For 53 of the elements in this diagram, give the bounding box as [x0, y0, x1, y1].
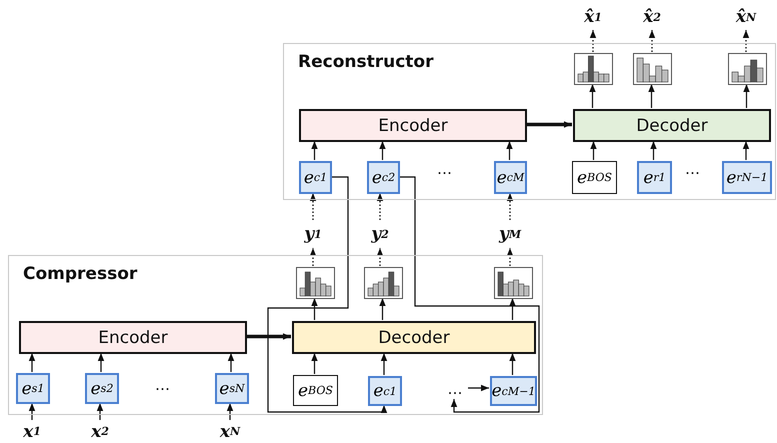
dotted-arrow — [506, 193, 514, 220]
histogram-icon — [494, 267, 533, 299]
module-title: Reconstructor — [298, 52, 434, 72]
decoder-block: Decoder — [573, 109, 771, 142]
arrow — [380, 353, 388, 375]
arrow — [226, 403, 234, 420]
arrow — [246, 333, 291, 340]
dotted-arrow — [376, 248, 384, 266]
histogram-icon — [574, 53, 613, 85]
arrow — [742, 141, 750, 160]
dotted-arrow — [310, 193, 316, 220]
arrow — [399, 176, 540, 413]
decoder-block: Decoder — [292, 321, 536, 354]
histogram-icon — [633, 53, 672, 85]
dotted-arrow — [648, 30, 656, 52]
dotted-arrow — [590, 30, 596, 52]
arrow — [650, 141, 657, 160]
arrow — [506, 141, 513, 160]
encoder-block: Encoder — [19, 321, 247, 354]
module-panel — [8, 255, 543, 415]
arrow — [96, 403, 104, 420]
arrow — [526, 121, 572, 128]
module-panel — [283, 43, 776, 200]
arrow — [589, 84, 596, 108]
arrow — [228, 353, 234, 372]
histogram-icon — [364, 267, 403, 299]
histogram-icon — [296, 267, 335, 299]
histogram-icon — [728, 53, 767, 85]
arrow — [509, 298, 516, 320]
arrow — [311, 298, 318, 320]
arrow — [468, 384, 489, 392]
dotted-arrow — [742, 30, 750, 52]
arrow — [28, 403, 36, 420]
ellipsis: … — [155, 376, 170, 394]
arrow — [590, 141, 597, 160]
dotted-arrow — [506, 248, 514, 266]
arrow — [98, 353, 104, 372]
encoder-block: Encoder — [299, 109, 527, 142]
ellipsis: … — [685, 160, 700, 178]
arrow — [379, 141, 386, 160]
ellipsis: … — [437, 160, 452, 178]
dotted-arrow — [376, 193, 384, 220]
ellipsis: … — [441, 378, 469, 400]
arrow — [28, 353, 36, 372]
arrow — [311, 353, 318, 374]
dotted-arrow — [310, 248, 316, 266]
arrow — [311, 141, 318, 160]
arrow — [509, 353, 516, 375]
arrow — [379, 298, 386, 320]
arrow — [267, 176, 388, 413]
arrow — [743, 84, 750, 108]
module-title: Compressor — [23, 264, 138, 284]
arrow — [648, 84, 655, 108]
